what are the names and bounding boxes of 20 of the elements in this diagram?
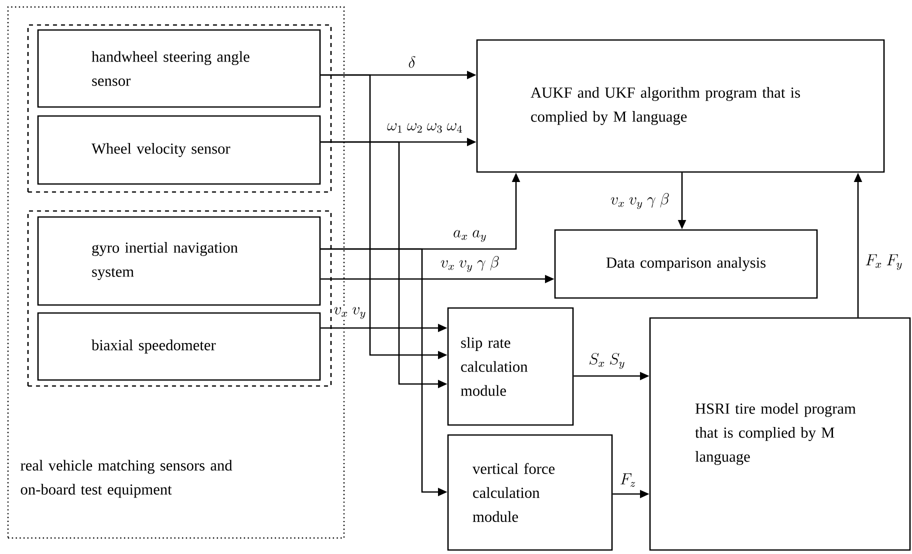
sensor-group — [27, 210, 332, 387]
edge-label: $F_x\ F_y$ — [864, 252, 904, 272]
edge-label: $F_z$ — [618, 472, 638, 488]
edge-label: $v_x\ v_y$ — [332, 306, 368, 320]
process-box: Data comparison analysis — [554, 229, 818, 299]
program-box: HSRI tire model program that is complied by M language — [649, 317, 911, 551]
edge-label: $v_x\ v_y\ \gamma\ \beta$ — [609, 192, 671, 210]
process-box: slip rate calculation module — [447, 307, 574, 426]
edge-label: $a_x\ a_y$ — [452, 229, 488, 244]
edge-label: $v_x\ v_y\ \gamma\ \beta$ — [439, 254, 501, 274]
program-box: AUKF and UKF algorithm program that is complied by M language — [476, 39, 885, 173]
edge-label: $\delta$ — [406, 55, 418, 69]
edge-label: $S_x\ S_y$ — [587, 352, 627, 370]
sensor-box: gyro inertial navigation system — [37, 216, 321, 306]
edge-label: $\omega_1\ \omega_2\ \omega_3\ \omega_4$ — [386, 122, 464, 134]
sensor-box: handwheel steering angle sensor — [37, 29, 321, 108]
sensor-group — [27, 24, 332, 193]
sensor-box: biaxial speedometer — [37, 312, 321, 381]
process-box: vertical force calculation module — [447, 434, 613, 551]
sensor-box: Wheel velocity sensor — [37, 115, 321, 185]
